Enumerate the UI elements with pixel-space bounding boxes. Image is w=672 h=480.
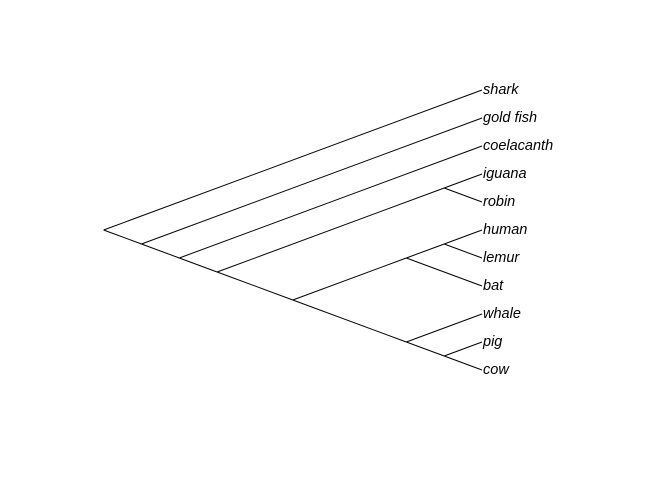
- tip-labels: shark gold fish coelacanth iguana robin human…: [482, 82, 553, 378]
- tip-label-whale: whale: [483, 306, 521, 322]
- branch-root-to-n1: [103, 229, 142, 245]
- branch-n3-to-n5: [216, 271, 293, 301]
- tip-label-coelacanth: coelacanth: [483, 138, 553, 154]
- branch-n9-to-cow: [444, 355, 483, 371]
- branch-n2-to-n3: [179, 257, 218, 273]
- tip-label-shark: shark: [483, 82, 519, 98]
- branch-n3-to-n4: [216, 187, 445, 273]
- tip-label-bat: bat: [483, 278, 504, 294]
- branch-n8-to-n9: [406, 341, 445, 357]
- tip-label-human: human: [483, 222, 527, 238]
- branch-n7-to-human: [444, 229, 483, 245]
- branch-n1-to-n2: [141, 243, 180, 259]
- branch-n7-to-lemur: [444, 243, 483, 259]
- branch-root-to-shark: [103, 89, 483, 231]
- branch-n4-to-iguana: [444, 173, 483, 189]
- tip-label-iguana: iguana: [483, 166, 527, 182]
- branch-n6-to-n7: [406, 243, 445, 259]
- tree-branches: [103, 89, 483, 371]
- tip-label-pig: pig: [482, 334, 502, 350]
- tip-label-gold-fish: gold fish: [483, 110, 537, 126]
- branch-n5-to-n6: [292, 257, 407, 301]
- branch-n1-to-gold-fish: [141, 117, 483, 245]
- branch-n2-to-coelacanth: [179, 145, 483, 259]
- branch-n5-to-n8: [292, 299, 407, 343]
- branch-n9-to-pig: [444, 341, 483, 357]
- branch-n6-to-bat: [406, 257, 483, 287]
- tip-label-lemur: lemur: [483, 250, 520, 266]
- tip-label-robin: robin: [483, 194, 515, 210]
- branch-n4-to-robin: [444, 187, 483, 203]
- branch-n8-to-whale: [406, 313, 483, 343]
- tip-label-cow: cow: [483, 362, 510, 378]
